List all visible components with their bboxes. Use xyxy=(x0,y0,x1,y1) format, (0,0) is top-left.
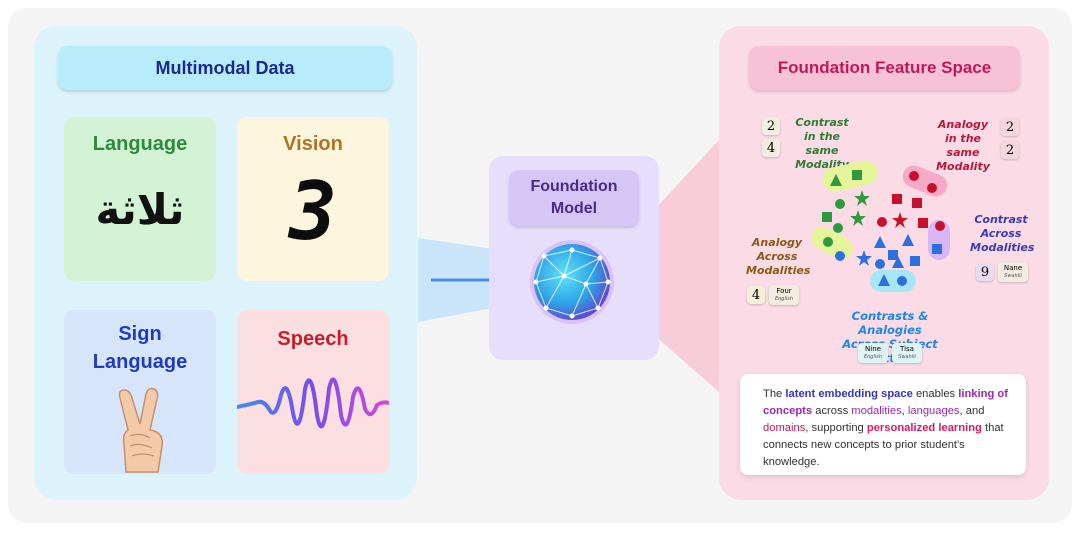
highlight-linking: linking of concepts xyxy=(763,388,1008,417)
tag-language: English xyxy=(774,296,794,302)
tag-language: Swahili xyxy=(898,354,916,360)
feature-cluster-graphic xyxy=(811,160,950,292)
label-line: Modalities xyxy=(746,264,811,277)
label-line: Contrast xyxy=(974,213,1028,226)
tag-language: English xyxy=(863,354,883,360)
speech-title: Speech xyxy=(277,328,349,350)
label-line: Modality xyxy=(936,160,990,173)
label-line: Analogy xyxy=(937,118,989,131)
label-line: Modalities xyxy=(970,241,1035,254)
language-title: Language xyxy=(92,133,188,155)
text-run: that connects new concepts to prior stud… xyxy=(763,422,1004,468)
speech-card: Speech xyxy=(237,310,389,474)
foundation-model-title: Foundation Model xyxy=(509,170,639,226)
label-line: Contrasts & Analogies xyxy=(851,309,929,337)
word-tag: Four English xyxy=(769,285,799,305)
highlight-latent-space: latent embedding space xyxy=(785,388,913,400)
subject-matters-label: Contrasts & Analogies Across Subject Mat… xyxy=(822,309,958,365)
label-line: in the same xyxy=(804,130,840,157)
model-title-line1: Foundation xyxy=(530,178,618,195)
label-line: in the same xyxy=(945,132,981,159)
digit-tile: 2 xyxy=(1001,118,1019,136)
speech-wave-icon xyxy=(237,377,389,429)
vision-title: Vision xyxy=(283,133,343,155)
handwritten-digit-sample: 3 xyxy=(288,165,338,258)
multimodal-data-title: Multimodal Data xyxy=(58,46,392,90)
model-title-line2: Model xyxy=(550,200,598,217)
text-run: , and xyxy=(959,405,985,417)
tag-word: Four xyxy=(776,287,792,295)
word-tag: Tisa Swahili xyxy=(892,343,922,363)
sign-title-line1: Sign xyxy=(118,323,162,345)
word-tag: Nane Swahili xyxy=(998,262,1028,282)
description-text: The latent embedding space enables linki… xyxy=(763,386,1013,471)
hand-sign-icon xyxy=(118,387,163,473)
description-box: The latent embedding space enables linki… xyxy=(740,374,1026,475)
highlight-modalities: modalities xyxy=(851,405,902,417)
label-line: Analogy xyxy=(751,236,803,249)
digit-tile: 9 xyxy=(976,263,994,281)
tag-word: Tisa xyxy=(900,345,914,353)
digit-tile: 4 xyxy=(762,139,780,157)
language-card: Language ثلاثة xyxy=(64,117,216,281)
feature-space-title: Foundation Feature Space xyxy=(749,46,1020,90)
sign-title-line2: Language xyxy=(92,351,188,373)
tag-word: Nine xyxy=(865,345,881,353)
tag-language: Swahili xyxy=(1004,273,1022,279)
vision-card: Vision 3 xyxy=(237,117,389,281)
digit-tile: 4 xyxy=(747,286,765,304)
highlight-languages: languages xyxy=(907,405,960,417)
digit-tile: 2 xyxy=(762,117,780,135)
sign-language-card: Sign Language xyxy=(64,310,216,474)
label-line: Across xyxy=(756,250,798,263)
analogy-across-modalities-label: Analogy Across Modalities xyxy=(746,236,811,278)
text-run: , supporting xyxy=(805,422,867,434)
sign-language-title: Sign Language xyxy=(64,320,216,376)
text-run: The xyxy=(763,388,786,400)
tag-word: Nane xyxy=(1003,264,1023,272)
label-line: Across xyxy=(980,227,1022,240)
text-run: across xyxy=(812,405,852,417)
digit-tile: 2 xyxy=(1001,141,1019,159)
globe-network-icon xyxy=(530,240,614,324)
arabic-word-sample: ثلاثة xyxy=(95,185,185,234)
contrast-across-modalities-label: Contrast Across Modalities xyxy=(970,213,1035,255)
analogy-same-modality-label: Analogy in the same Modality xyxy=(930,118,996,174)
label-line: Contrast xyxy=(795,116,849,129)
label-line: Across Subject Matters xyxy=(842,337,938,365)
text-run: enables xyxy=(912,388,959,400)
highlight-domains: domains xyxy=(763,422,806,434)
word-tag: Nine English xyxy=(858,343,888,363)
highlight-personalized-learning: personalized learning xyxy=(866,422,982,434)
text-run: , xyxy=(901,405,908,417)
